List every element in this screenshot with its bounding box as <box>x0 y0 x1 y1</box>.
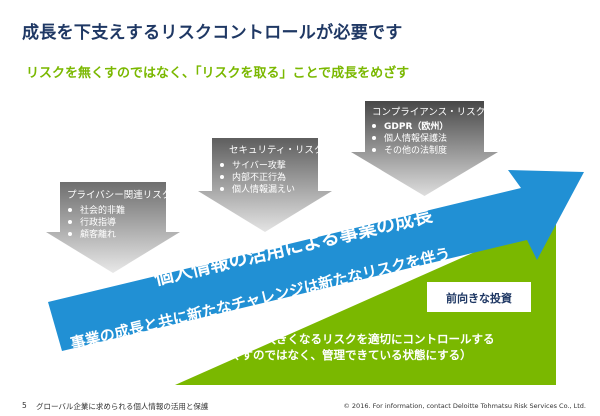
risk-box-security <box>198 138 332 232</box>
risk-box-security-item: 内部不正行為 <box>232 171 286 183</box>
risk-box-security-title: セキュリティ・リスク <box>229 145 323 156</box>
risk-box-compliance-title: コンプライアンス・リスク <box>372 107 485 118</box>
risk-box-privacy-item: 顧客離れ <box>80 228 116 240</box>
bullet-icon <box>372 148 376 152</box>
risk-box-privacy-item: 社会的非難 <box>80 204 125 216</box>
bullet-icon <box>220 175 224 179</box>
risk-box-compliance <box>351 101 498 196</box>
bullet-icon <box>220 163 224 167</box>
bullet-icon <box>68 208 72 212</box>
investment-badge-box <box>427 282 531 312</box>
slide-footer: 5 グローバル企業に求められる個人情報の活用と保護 © 2016. For in… <box>0 395 600 416</box>
page-number: 5 <box>22 401 27 410</box>
growth-arrow <box>48 170 584 351</box>
bullet-icon <box>68 232 72 236</box>
bullet-icon <box>68 220 72 224</box>
risk-box-privacy-title: プライバシー関連リスク <box>67 189 171 201</box>
copyright-notice: © 2016. For information, contact Deloitt… <box>343 402 586 410</box>
risk-box-security-item: 個人情報漏えい <box>232 183 295 195</box>
investment-text-2: （無くすのではなく、管理できている状態にする） <box>207 348 472 362</box>
risk-box-privacy-item: 行政指導 <box>80 216 116 228</box>
investment-badge-label: 前向きな投資 <box>446 291 512 305</box>
slide-title: 成長を下支えするリスクコントロールが必要です <box>22 23 403 43</box>
slide-subtitle: リスクを無くすのではなく、「リスクを取る」ことで成長をめざす <box>26 66 410 81</box>
risk-box-compliance-item: 個人情報保護法 <box>384 132 447 144</box>
green-investment-wedge <box>175 216 556 385</box>
risk-box-compliance-item: その他の法制度 <box>384 144 447 156</box>
bullet-icon <box>372 136 376 140</box>
footer-title: グローバル企業に求められる個人情報の活用と保護 <box>36 402 209 411</box>
risk-box-security-item: サイバー攻撃 <box>232 159 286 171</box>
bullet-icon <box>372 124 376 128</box>
bullet-icon <box>220 187 224 191</box>
investment-text-1: 成長と共に大きくなるリスクを適切にコントロールする <box>207 332 495 346</box>
risk-box-compliance-item: GDPR（欧州） <box>384 120 448 132</box>
risk-box-privacy <box>46 182 180 273</box>
